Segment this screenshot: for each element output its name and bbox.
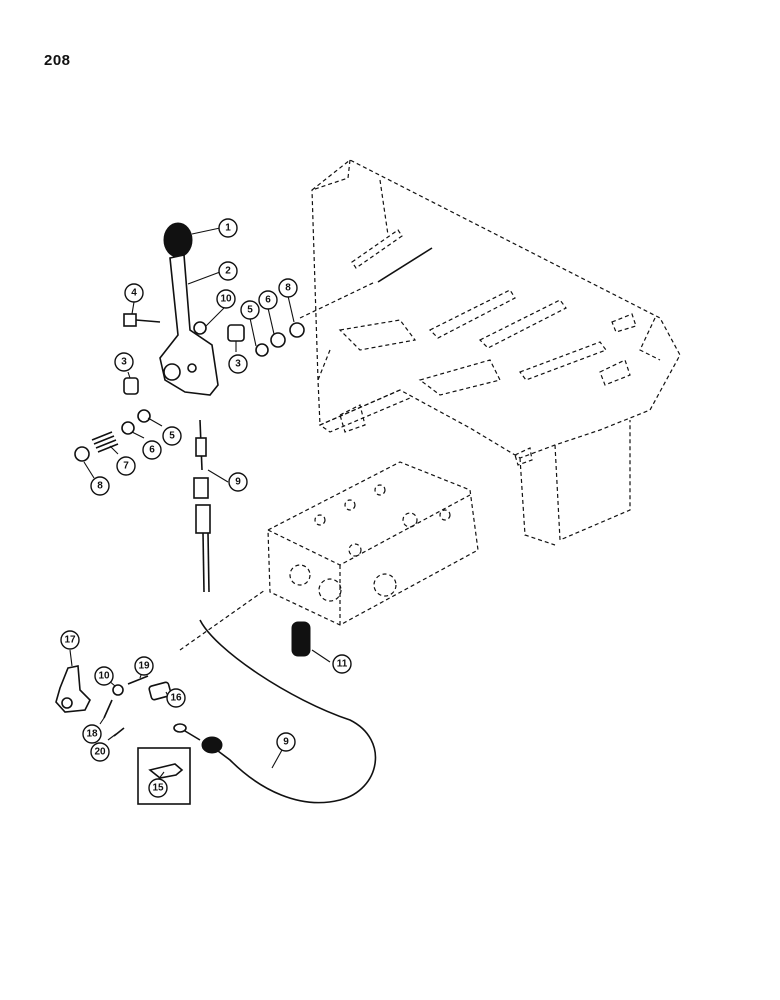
callout-20: 20 [90,742,110,762]
part-9-cable-upper [193,419,211,593]
svg-text:7: 7 [123,461,129,472]
part-16-clevis [148,681,172,701]
part-10-bushing [112,684,124,696]
callout-16: 16 [166,688,186,708]
callout-11: 11 [332,654,352,674]
callout-9-upper: 9 [228,472,248,492]
valve-body [179,461,479,651]
callout-18: 18 [82,724,102,744]
svg-text:20: 20 [94,747,106,758]
frame-housing [299,159,681,546]
svg-text:11: 11 [337,659,348,670]
svg-text:5: 5 [247,305,253,316]
svg-text:9: 9 [283,737,289,748]
part-9-cable-lower [173,619,377,804]
callout-8-lower: 8 [90,476,110,496]
svg-text:2: 2 [225,266,231,277]
svg-text:3: 3 [121,357,127,368]
callout-3-left: 3 [114,352,134,372]
callout-6-lower: 6 [142,440,162,460]
callout-4: 4 [124,283,144,303]
svg-text:8: 8 [285,283,291,294]
lever-pivot-hardware [193,321,305,357]
svg-text:6: 6 [149,445,155,456]
callout-10-lower: 10 [94,666,114,686]
part-2-lever [159,254,219,396]
callout-2: 2 [218,261,238,281]
callout-6-upper: 6 [258,290,278,310]
svg-text:16: 16 [170,693,182,704]
part-18-pin [103,699,113,719]
svg-text:8: 8 [97,481,103,492]
callout-9-lower: 9 [276,732,296,752]
callout-15: 15 [148,778,168,798]
spring-stack [74,377,151,462]
part-17-bracket [55,665,91,713]
svg-text:5: 5 [169,431,175,442]
svg-text:6: 6 [265,295,271,306]
svg-text:15: 15 [152,783,164,794]
callout-19: 19 [134,656,154,676]
svg-text:4: 4 [131,288,137,299]
part-19-pin [127,675,149,685]
svg-text:19: 19 [138,661,150,672]
svg-text:10: 10 [220,294,232,305]
part-1-knob [163,222,193,258]
svg-text:9: 9 [235,477,241,488]
callout-3-right: 3 [228,354,248,374]
svg-text:1: 1 [225,223,231,234]
callout-17: 17 [60,630,80,650]
svg-text:3: 3 [235,359,241,370]
svg-text:10: 10 [98,671,110,682]
part-15-inset [137,747,191,805]
part-4-bolt [123,313,161,327]
callout-5-lower: 5 [162,426,182,446]
svg-text:17: 17 [64,635,76,646]
svg-text:18: 18 [86,729,98,740]
callout-8-upper: 8 [278,278,298,298]
page-number: 208 [44,52,71,69]
callout-10-upper: 10 [216,289,236,309]
part-11-pad [291,621,311,657]
leader-lines [69,227,331,781]
callout-7: 7 [116,456,136,476]
callout-5-upper: 5 [240,300,260,320]
callout-1: 1 [218,218,238,238]
